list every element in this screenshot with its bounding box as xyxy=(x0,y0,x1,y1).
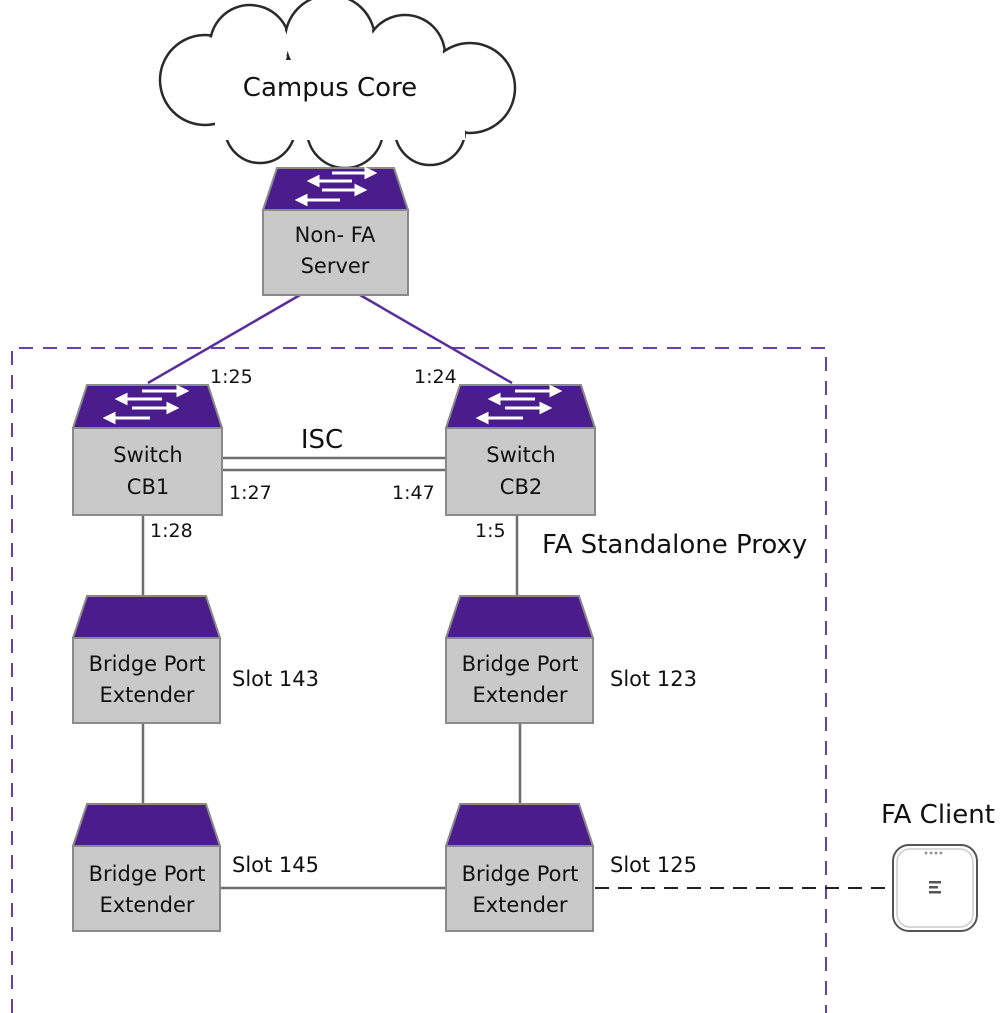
slot-143-label: Slot 143 xyxy=(232,667,319,691)
switch-cb2: Switch CB2 xyxy=(444,384,597,516)
extender-slot-123: Bridge Port Extender xyxy=(444,595,595,724)
cb2-label-line2: CB2 xyxy=(500,475,542,499)
link-server-cb2 xyxy=(359,293,513,385)
port-label-1-5: 1:5 xyxy=(475,520,506,542)
non-fa-server: Non- FA Server xyxy=(261,166,410,296)
port-label-1-25: 1:25 xyxy=(210,366,253,388)
slot-125-label: Slot 125 xyxy=(610,853,697,877)
e145-label-line2: Extender xyxy=(99,893,194,917)
switch-cb1: Switch CB1 xyxy=(71,384,224,516)
port-label-1-27: 1:27 xyxy=(229,482,272,504)
cb1-label-line1: Switch xyxy=(113,443,182,467)
e143-label-line1: Bridge Port xyxy=(89,652,206,676)
e125-label-line1: Bridge Port xyxy=(462,862,579,886)
cb1-label-line2: CB1 xyxy=(127,475,169,499)
extender-slot-143: Bridge Port Extender xyxy=(71,595,222,724)
extender-slot-145: Bridge Port Extender xyxy=(71,803,222,932)
server-switch-arrows-icon xyxy=(294,166,378,207)
slot-123-label: Slot 123 xyxy=(610,667,697,691)
e123-label-line2: Extender xyxy=(472,683,567,707)
isc-label: ISC xyxy=(301,425,343,455)
campus-core-label: Campus Core xyxy=(243,73,417,103)
fa-client-label: FA Client xyxy=(881,800,995,830)
port-label-1-28: 1:28 xyxy=(150,520,193,542)
cb2-label-line1: Switch xyxy=(486,443,555,467)
server-label-line1: Non- FA xyxy=(295,223,376,247)
cb1-switch-arrows-icon xyxy=(102,384,190,425)
e125-label-line2: Extender xyxy=(472,893,567,917)
link-server-cb1 xyxy=(147,293,301,385)
port-label-1-47: 1:47 xyxy=(392,482,435,504)
access-point-leds-icon xyxy=(924,851,943,855)
fa-standalone-proxy-label: FA Standalone Proxy xyxy=(542,530,807,560)
extreme-logo-icon xyxy=(929,881,941,894)
e123-label-line1: Bridge Port xyxy=(462,652,579,676)
slot-145-label: Slot 145 xyxy=(232,853,319,877)
fa-proxy-boundary xyxy=(11,347,827,1013)
extender-slot-125: Bridge Port Extender xyxy=(444,803,595,932)
port-label-1-24: 1:24 xyxy=(414,366,457,388)
server-label-line2: Server xyxy=(301,254,370,278)
e143-label-line2: Extender xyxy=(99,683,194,707)
cb2-switch-arrows-icon xyxy=(475,384,563,425)
campus-core-cloud: Campus Core xyxy=(158,0,517,170)
e145-label-line1: Bridge Port xyxy=(89,862,206,886)
fa-client-device xyxy=(892,844,978,932)
